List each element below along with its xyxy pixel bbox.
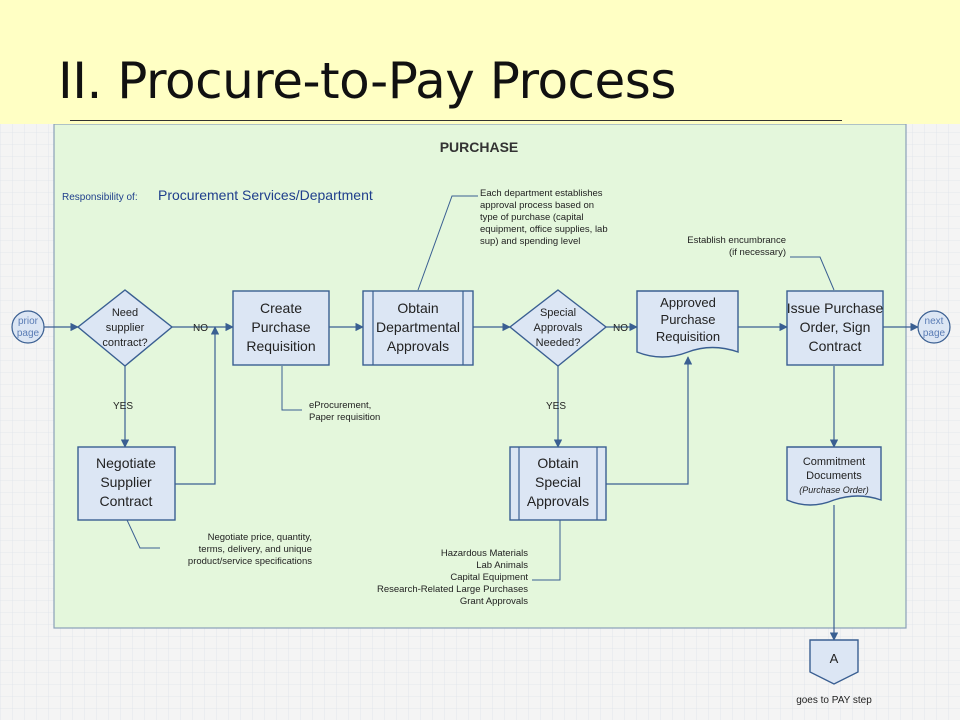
issue-po-line-3: Contract [809, 338, 862, 354]
annotation-special-2: Lab Animals [476, 560, 528, 571]
callout-special-items [532, 520, 561, 581]
document-commitment[interactable] [786, 446, 882, 506]
annotation-approval-1: Each department establishes [480, 188, 603, 199]
process-create-requisition[interactable] [232, 290, 330, 366]
create-requisition-line-3: Requisition [246, 338, 315, 354]
obtain-special-line-1: Obtain [537, 455, 578, 471]
annotation-special-5: Grant Approvals [460, 596, 528, 607]
issue-po-line-2: Order, Sign [800, 319, 871, 335]
decision-need-contract[interactable] [76, 289, 174, 367]
callout-negotiate [126, 519, 160, 549]
annotation-eprocurement-1: eProcurement, [309, 400, 371, 411]
annotation-encumbrance-1: Establish encumbrance [687, 235, 786, 246]
issue-po-line-1: Issue Purchase [787, 300, 884, 316]
annotation-approval-5: sup) and spending level [480, 236, 580, 247]
negotiate-line-3: Contract [100, 493, 153, 509]
approved-requisition-line-1: Approved [660, 295, 716, 310]
offpage-connector-a[interactable] [809, 639, 859, 685]
decision-need-contract-line-2: supplier [106, 322, 145, 334]
flow-special-to-approved [606, 356, 693, 485]
annotation-approval-2: approval process based on [480, 200, 594, 211]
approved-requisition-line-2: Purchase [661, 312, 716, 327]
process-negotiate-contract[interactable] [77, 446, 176, 521]
obtain-special-line-2: Special [535, 474, 581, 490]
annotation-approval-3: type of purchase (capital [480, 212, 584, 223]
obtain-special-line-3: Approvals [527, 493, 589, 509]
flow-label-no-2: NO [613, 323, 628, 334]
procure-to-pay-diagram: PURCHASE Responsibility of: Procurement … [0, 124, 960, 720]
flow-negotiate-to-create [175, 326, 220, 485]
create-requisition-line-2: Purchase [251, 319, 310, 335]
goes-to-pay-label: goes to PAY step [796, 695, 872, 706]
annotation-special-3: Capital Equipment [450, 572, 528, 583]
annotation-special-4: Research-Related Large Purchases [377, 584, 528, 595]
decision-special-approvals[interactable] [508, 289, 608, 367]
decision-need-contract-line-3: contract? [102, 337, 147, 349]
callout-approval [417, 195, 478, 291]
prior-page-connector[interactable] [11, 310, 45, 344]
commitment-line-2: Documents [806, 470, 862, 482]
negotiate-line-1: Negotiate [96, 455, 156, 471]
commitment-line-3: (Purchase Order) [799, 485, 869, 495]
slide-title: II. Procure-to-Pay Process [58, 52, 676, 110]
commitment-line-1: Commitment [803, 456, 865, 468]
title-divider [70, 120, 842, 121]
lane-title: PURCHASE [440, 139, 519, 155]
annotation-special-1: Hazardous Materials [441, 548, 528, 559]
flow-label-yes-2: YES [546, 401, 566, 412]
flow-label-no-1: NO [193, 323, 208, 334]
decision-need-contract-line-1: Need [112, 307, 138, 319]
annotation-eprocurement-2: Paper requisition [309, 412, 380, 423]
obtain-departmental-line-1: Obtain [397, 300, 438, 316]
next-page-connector[interactable] [917, 310, 951, 344]
decision-special-line-3: Needed? [536, 337, 581, 349]
prior-page-label-1: prior [18, 316, 39, 327]
approved-requisition-line-3: Requisition [656, 329, 720, 344]
annotation-encumbrance-2: (if necessary) [729, 247, 786, 258]
create-requisition-line-1: Create [260, 300, 302, 316]
annotation-negotiate-3: product/service specifications [188, 556, 312, 567]
offpage-connector-a-label: A [830, 651, 839, 666]
annotation-approval-4: equipment, office supplies, lab [480, 224, 608, 235]
annotation-negotiate-1: Negotiate price, quantity, [208, 532, 312, 543]
callout-eprocurement [281, 366, 302, 411]
callout-encumbrance [790, 256, 835, 291]
obtain-departmental-line-2: Departmental [376, 319, 460, 335]
process-obtain-special[interactable] [509, 446, 607, 521]
flow-label-yes-1: YES [113, 401, 133, 412]
obtain-departmental-line-3: Approvals [387, 338, 449, 354]
purchase-swimlane [53, 124, 907, 629]
responsibility-label: Responsibility of: [62, 192, 138, 203]
process-obtain-departmental[interactable] [362, 290, 474, 366]
prior-page-label-2: page [17, 328, 40, 339]
responsibility-value: Procurement Services/Department [158, 187, 373, 203]
document-approved-requisition[interactable] [636, 290, 739, 358]
decision-special-line-1: Special [540, 307, 576, 319]
process-issue-po[interactable] [786, 290, 884, 366]
annotation-negotiate-2: terms, delivery, and unique [199, 544, 312, 555]
next-page-label-2: page [923, 328, 946, 339]
negotiate-line-2: Supplier [100, 474, 152, 490]
next-page-label-1: next [925, 316, 944, 327]
decision-special-line-2: Approvals [534, 322, 583, 334]
